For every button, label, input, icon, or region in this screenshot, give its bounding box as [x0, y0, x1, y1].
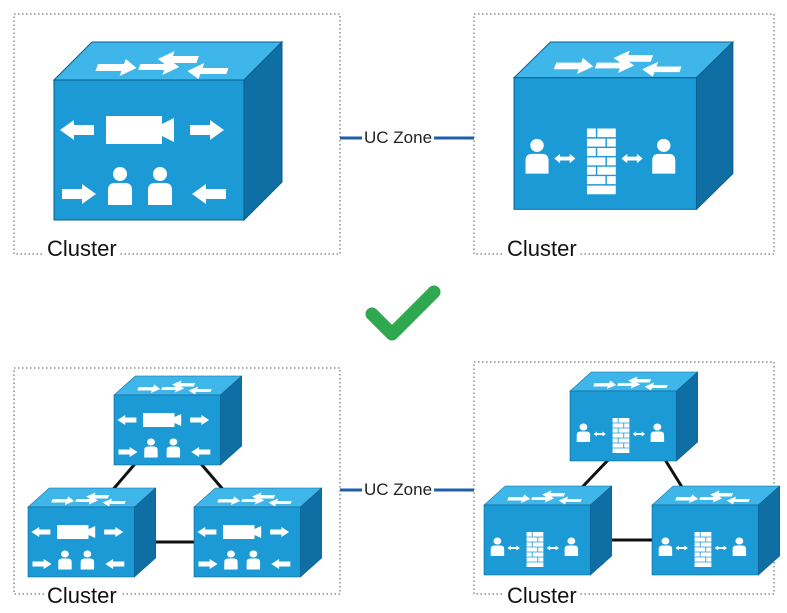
bottom-uc-zone-label: UC Zone: [362, 480, 435, 500]
bottom-left-cluster-label: Cluster: [44, 583, 120, 609]
bottom-right-cluster-box: [473, 361, 775, 595]
checkmark-icon: [365, 285, 441, 341]
bottom-right-cluster-label: Cluster: [504, 583, 580, 609]
top-right-cluster-label: Cluster: [504, 236, 580, 262]
bottom-right-cube-left: [483, 485, 613, 576]
bottom-left-cube-left: [27, 487, 156, 578]
top-left-cluster-box: [13, 13, 341, 255]
top-call-control-cube: [53, 41, 283, 221]
top-left-cluster-label: Cluster: [44, 236, 120, 262]
bottom-left-cube-right: [193, 487, 322, 578]
bottom-right-cube-right: [651, 485, 781, 576]
top-expressway-cube: [513, 41, 734, 211]
top-right-cluster-box: [473, 13, 775, 255]
bottom-right-cube-top: [569, 371, 699, 462]
top-uc-zone-label: UC Zone: [362, 128, 435, 148]
bottom-left-cube-top: [113, 375, 242, 466]
